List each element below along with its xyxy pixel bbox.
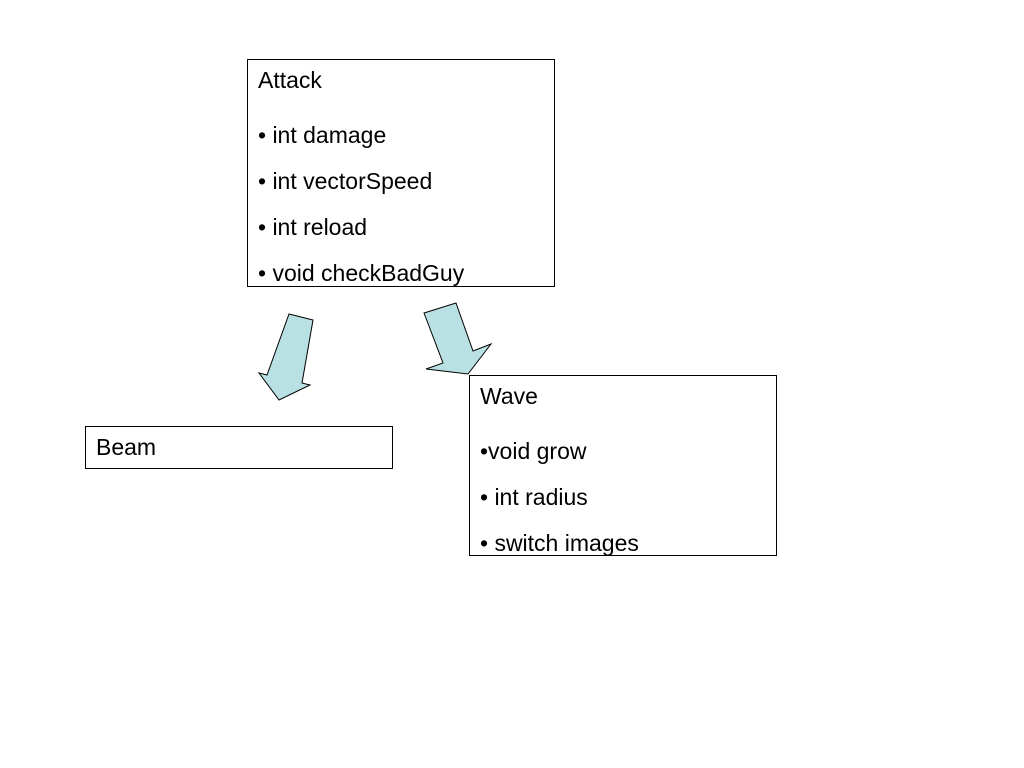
attack-class-box: Attack • int damage • int vectorSpeed • … [247,59,555,287]
wave-class-box: Wave •void grow • int radius • switch im… [469,375,777,556]
wave-member: • switch images [480,530,639,556]
beam-class-box: Beam [85,426,393,469]
attack-member: • int reload [258,214,368,240]
wave-member: •void grow [480,438,587,464]
wave-class-title: Wave [480,383,538,409]
wave-member: • int radius [480,484,588,510]
attack-member: • int vectorSpeed [258,168,433,194]
arrow-attack-to-beam [257,313,314,401]
attack-member: • int damage [258,122,387,148]
attack-class-title: Attack [258,67,322,93]
arrow-attack-to-wave [423,302,493,375]
beam-class-title: Beam [96,434,157,460]
attack-member: • void checkBadGuy [258,260,465,286]
